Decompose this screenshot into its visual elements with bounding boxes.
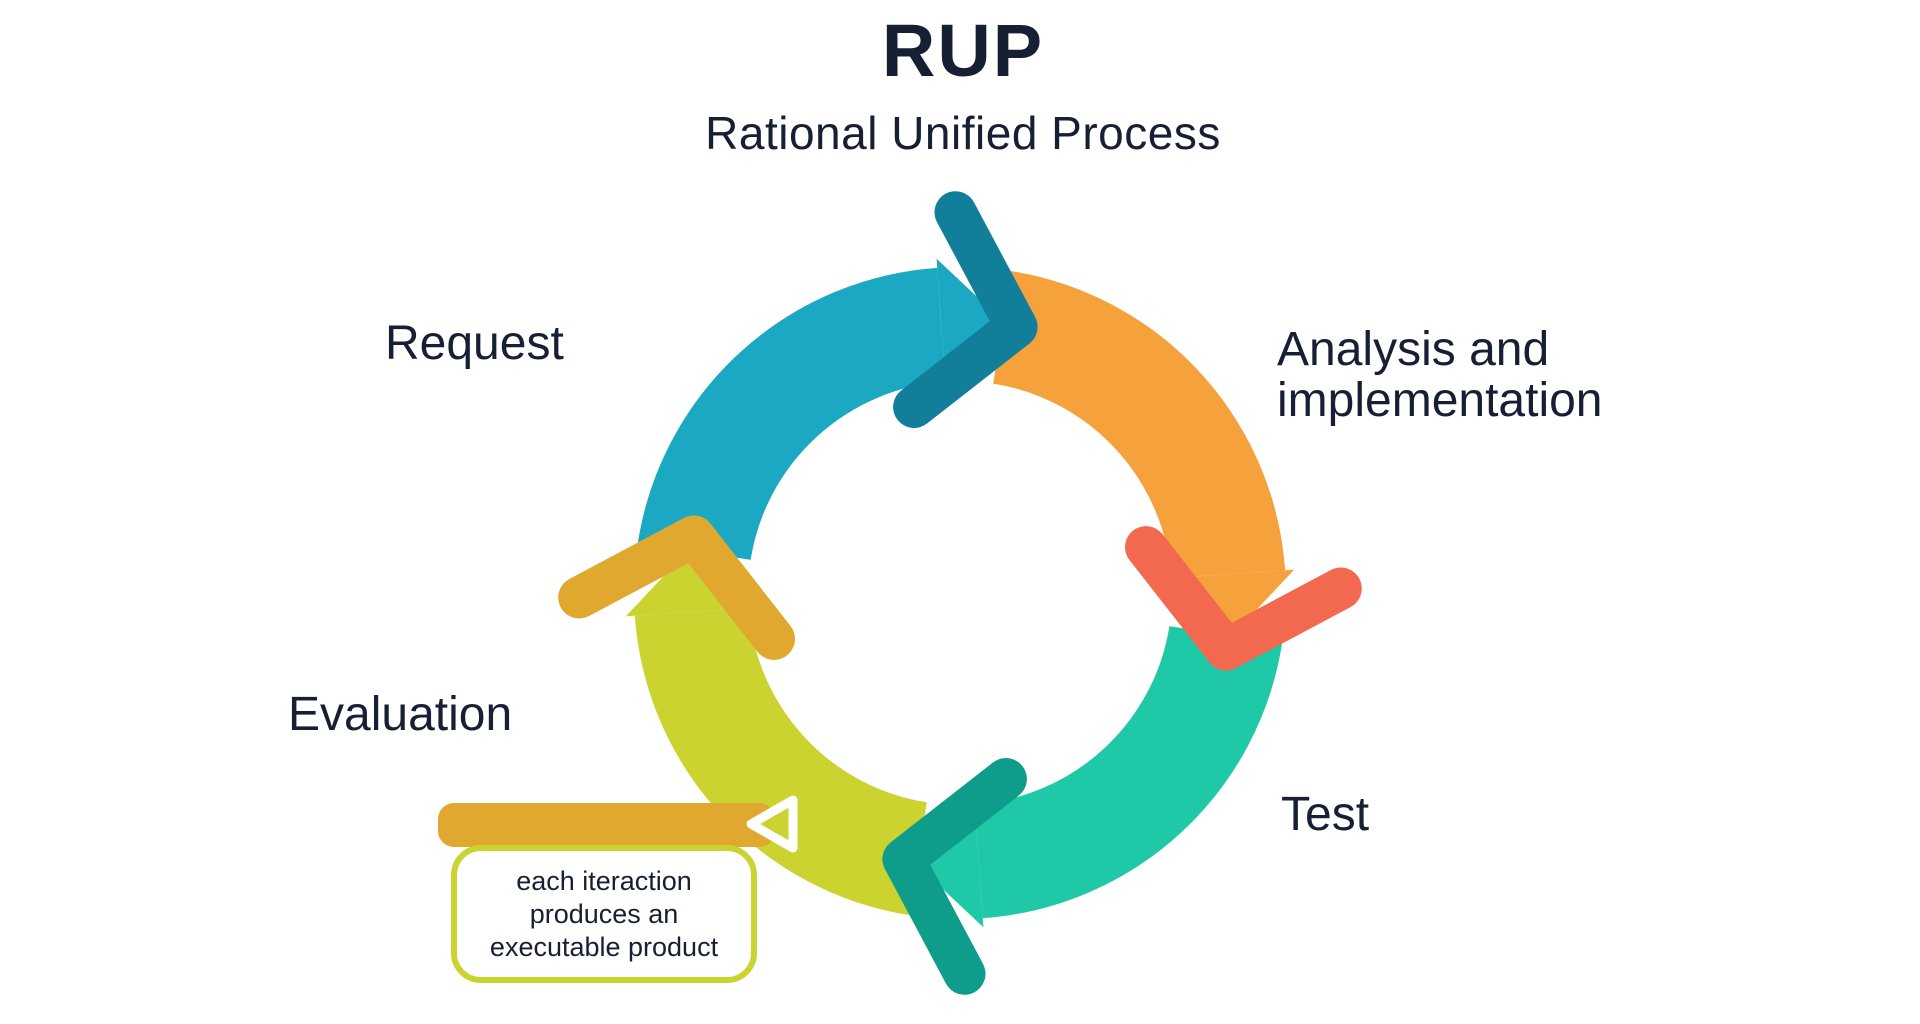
ring-arc-request	[638, 267, 947, 561]
ring-arc-evaluation	[634, 606, 928, 915]
ring-arc-analysis	[992, 271, 1286, 580]
page-subtitle: Rational Unified Process	[705, 107, 1221, 159]
callout-body: each iteraction produces an executable p…	[451, 845, 757, 983]
ring-arrow-chevron-request	[893, 191, 1038, 428]
callout-line: each iteraction	[516, 865, 692, 896]
callout-line: produces an	[529, 898, 679, 929]
page-title: RUP	[881, 9, 1045, 92]
ring-arrow-chevron-analysis	[1125, 526, 1362, 671]
ring-arc-test	[973, 625, 1282, 919]
callout-line: executable product	[489, 931, 719, 962]
ring-arrow-chevron-evaluation	[558, 515, 795, 660]
segment-label-test: Test	[1281, 788, 1370, 841]
segment-label-request: Request	[385, 317, 564, 370]
callout-header-bar	[438, 803, 775, 847]
title-block: RUP Rational Unified Process	[563, 9, 1363, 159]
ring-arrow-chevron-test	[882, 758, 1027, 995]
segment-label-analysis: Analysis and implementation	[1277, 323, 1603, 428]
segment-label-evaluation: Evaluation	[288, 688, 513, 741]
